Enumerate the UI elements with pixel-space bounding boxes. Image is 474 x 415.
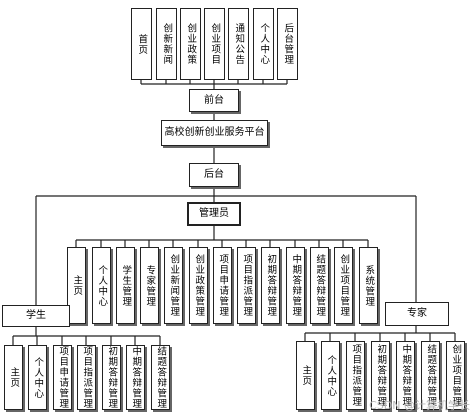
expert-module-final-defense: 结题答辩管理 — [421, 341, 440, 410]
expert-node: 专家 — [385, 302, 449, 326]
admin-module-experts: 专家管理 — [140, 247, 159, 324]
backend-node: 后台 — [189, 163, 239, 187]
front-module-news: 创新新闻 — [156, 8, 177, 80]
admin-module-final-defense: 结题答辩管理 — [310, 247, 329, 324]
student-module-final-defense: 结题答辩管理 — [151, 345, 170, 410]
admin-module-home: 主页 — [67, 247, 86, 324]
student-module-project-apply: 项目申请管理 — [53, 345, 72, 410]
admin-node: 管理员 — [187, 202, 241, 226]
admin-module-students: 学生管理 — [116, 247, 135, 324]
expert-module-profile: 个人中心 — [321, 341, 340, 410]
admin-module-initial-defense: 初期答辩管理 — [261, 247, 280, 324]
student-module-profile: 个人中心 — [28, 345, 47, 410]
student-module-home: 主页 — [4, 345, 23, 410]
watermark: CSDN @计算机学长 — [369, 399, 470, 412]
front-module-policy: 创业政策 — [180, 8, 201, 80]
front-module-profile: 个人中心 — [253, 8, 274, 80]
front-module-notices: 通知公告 — [228, 8, 249, 80]
admin-module-project-apply: 项目申请管理 — [213, 247, 232, 324]
expert-module-midterm-defense: 中期答辩管理 — [396, 341, 415, 410]
front-module-home: 首页 — [131, 8, 152, 80]
front-module-projects: 创业项目 — [204, 8, 225, 80]
expert-module-home: 主页 — [296, 341, 315, 410]
admin-module-policy: 创业政策管理 — [189, 247, 208, 324]
admin-module-project-assign: 项目指派管理 — [237, 247, 256, 324]
student-node: 学生 — [2, 305, 70, 327]
student-module-project-assign: 项目指派管理 — [77, 345, 96, 410]
student-module-midterm-defense: 中期答辩管理 — [126, 345, 145, 410]
admin-module-profile: 个人中心 — [92, 247, 111, 324]
frontend-node: 前台 — [189, 89, 239, 112]
admin-module-startup-projects: 创业项目管理 — [334, 247, 353, 324]
expert-module-startup-projects: 创业项目管理 — [446, 341, 465, 410]
admin-module-system: 系统管理 — [359, 247, 378, 324]
expert-module-initial-defense: 初期答辩管理 — [371, 341, 390, 410]
front-module-backend-admin: 后台管理 — [277, 8, 298, 80]
student-module-initial-defense: 初期答辩管理 — [102, 345, 121, 410]
expert-module-project-assign: 项目指派管理 — [346, 341, 365, 410]
admin-module-midterm-defense: 中期答辩管理 — [286, 247, 305, 324]
admin-module-news: 创业新闻管理 — [164, 247, 183, 324]
platform-node: 高校创新创业服务平台 — [161, 120, 268, 146]
